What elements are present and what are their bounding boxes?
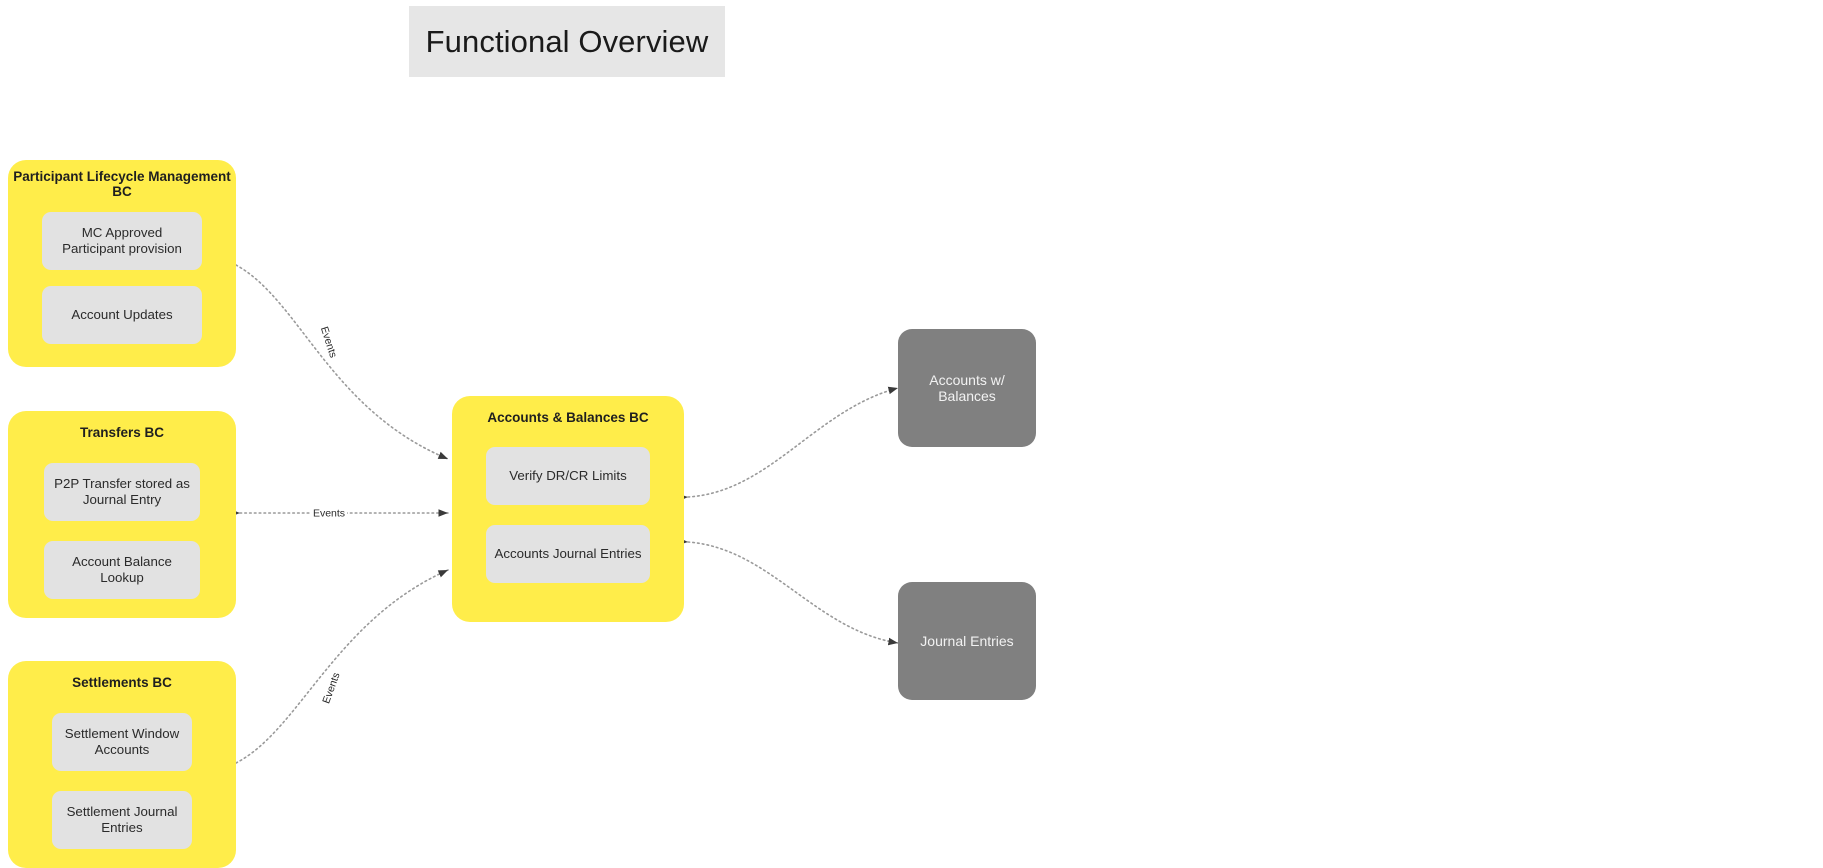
context-accounts-balances-bc[interactable]: Accounts & Balances BC Verify DR/CR Limi… <box>452 396 684 622</box>
node-mc-approved-participant-provision[interactable]: MC Approved Participant provision <box>42 212 202 270</box>
context-title-participant-lifecycle-management-bc: Participant Lifecycle Management BC <box>13 169 231 200</box>
edge-label-settlements-events: Events <box>320 671 342 705</box>
edge-label-settlements-events-group: Events <box>318 669 344 707</box>
edge-accounts-to-accounts-w-balances <box>678 386 899 502</box>
edge-label-participant-events: Events <box>318 325 339 359</box>
page-title: Functional Overview <box>409 6 725 77</box>
node-account-balance-lookup[interactable]: Account Balance Lookup <box>44 541 200 599</box>
context-participant-lifecycle-management-bc[interactable]: Participant Lifecycle Management BC MC A… <box>8 160 236 367</box>
edge-label-transfers-events-group: Events <box>311 506 347 520</box>
store-journal-entries[interactable]: Journal Entries <box>898 582 1036 700</box>
node-verify-dr-cr-limits[interactable]: Verify DR/CR Limits <box>486 447 650 505</box>
context-title-settlements-bc: Settlements BC <box>72 675 172 690</box>
edge-participant-to-accounts <box>235 264 449 460</box>
context-settlements-bc[interactable]: Settlements BC Settlement Window Account… <box>8 661 236 868</box>
node-accounts-journal-entries[interactable]: Accounts Journal Entries <box>486 525 650 583</box>
edge-accounts-to-journal-entries <box>678 537 899 646</box>
context-title-transfers-bc: Transfers BC <box>79 425 165 440</box>
context-title-accounts-balances-bc: Accounts & Balances BC <box>487 410 649 425</box>
node-settlement-window-accounts[interactable]: Settlement Window Accounts <box>52 713 192 771</box>
edge-settlements-to-accounts <box>235 569 449 764</box>
store-accounts-w-balances[interactable]: Accounts w/ Balances <box>898 329 1036 447</box>
node-account-updates[interactable]: Account Updates <box>42 286 202 344</box>
context-transfers-bc[interactable]: Transfers BC P2P Transfer stored as Jour… <box>8 411 236 618</box>
edge-label-transfers-events: Events <box>313 508 345 520</box>
node-p2p-transfer-stored-as-journal-entry[interactable]: P2P Transfer stored as Journal Entry <box>44 463 200 521</box>
node-settlement-journal-entries[interactable]: Settlement Journal Entries <box>52 791 192 849</box>
edge-label-participant-events-group: Events <box>317 323 341 361</box>
